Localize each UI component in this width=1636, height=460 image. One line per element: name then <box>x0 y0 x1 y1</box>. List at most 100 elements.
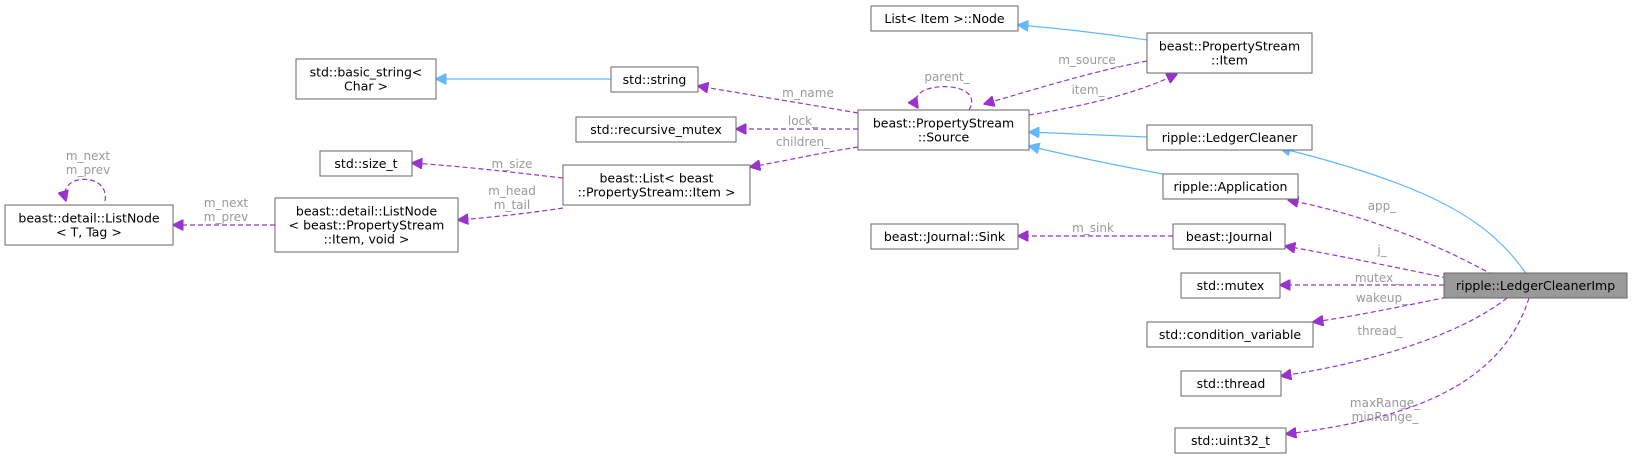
label-line: ::PropertyStream::Item > <box>578 185 736 200</box>
label-line: std::string <box>623 72 687 87</box>
node-list-ps-item[interactable]: beast::List< beast::PropertyStream::Item… <box>562 164 751 206</box>
node-journal-sink[interactable]: beast::Journal::Sink <box>870 223 1019 250</box>
node-detail-listnode[interactable]: beast::detail::ListNode< T, Tag > <box>4 204 174 246</box>
label-line: ::Item, void > <box>324 232 410 247</box>
node-list-item-node[interactable]: List< Item >::Node <box>870 5 1019 32</box>
node-ledger-cleaner-imp[interactable]: ripple::LedgerCleanerImp <box>1443 272 1628 299</box>
node-ledger-cleaner[interactable]: ripple::LedgerCleaner <box>1146 124 1313 151</box>
label-line: ::Item <box>1211 53 1248 68</box>
node-label: beast::Journal::Sink <box>884 229 1006 244</box>
node-condition-variable[interactable]: std::condition_variable <box>1146 321 1314 348</box>
edge-source-self-parent <box>916 86 973 111</box>
node-label: ripple::LedgerCleaner <box>1162 130 1298 145</box>
edge-label-wakeup: wakeup_ <box>1356 291 1409 305</box>
node-uint32-t[interactable]: std::uint32_t <box>1174 427 1287 454</box>
edge-label-range: maxRange_minRange_ <box>1350 396 1421 424</box>
label-line: std::mutex <box>1197 278 1265 293</box>
node-listnode-property-stream[interactable]: beast::detail::ListNode< beast::Property… <box>274 197 459 253</box>
label-line: parent_ <box>924 70 970 84</box>
node-label: ripple::LedgerCleanerImp <box>1456 278 1615 293</box>
edge-label-children: children_ <box>776 135 831 149</box>
node-label: std::recursive_mutex <box>590 122 721 137</box>
edge-label-m-sink: m_sink <box>1072 221 1114 235</box>
node-label: std::size_t <box>334 156 397 171</box>
node-size-t[interactable]: std::size_t <box>319 150 413 177</box>
node-property-stream-item[interactable]: beast::PropertyStream::Item <box>1146 32 1313 74</box>
node-recursive-mutex[interactable]: std::recursive_mutex <box>575 116 737 143</box>
label-line: ::Source <box>918 130 970 145</box>
label-line: std::thread <box>1197 376 1266 391</box>
edge-imp-uses-condition-variable <box>1313 293 1463 322</box>
edge-label-thread: thread_ <box>1357 324 1403 338</box>
label-line: < beast::PropertyStream <box>289 218 445 233</box>
node-label: beast::detail::ListNode< T, Tag > <box>18 211 159 240</box>
edge-source-uses-ps-item-item <box>1028 74 1177 116</box>
edge-imp-uses-application <box>1288 200 1494 276</box>
edge-label-m-source: m_source_ <box>1058 53 1123 67</box>
node-label: ripple::Application <box>1174 179 1288 194</box>
nodes: List< Item >::Node beast::PropertyStream… <box>4 5 1628 454</box>
label-line: j_ <box>1376 243 1387 257</box>
label-line: std::basic_string< <box>310 65 423 80</box>
edge-application-inherits-source <box>1029 146 1164 175</box>
label-line: Char > <box>344 79 388 94</box>
label-line: m_tail <box>494 198 530 212</box>
label-line: beast::PropertyStream <box>1159 39 1300 54</box>
edges <box>65 25 1530 434</box>
edge-source-uses-string <box>698 86 859 114</box>
label-line: ripple::LedgerCleaner <box>1162 130 1298 145</box>
node-std-mutex[interactable]: std::mutex <box>1180 272 1281 299</box>
label-line: std::size_t <box>334 156 397 171</box>
edge-label-m-name: m_name <box>782 86 834 100</box>
label-line: beast::Journal::Sink <box>884 229 1006 244</box>
label-line: m_prev <box>204 210 248 224</box>
node-label: std::thread <box>1197 376 1266 391</box>
node-std-string[interactable]: std::string <box>610 66 699 93</box>
edge-label-lock: lock_ <box>788 114 819 128</box>
node-label: beast::List< beast::PropertyStream::Item… <box>578 171 736 200</box>
label-line: m_size <box>492 157 533 171</box>
edge-imp-uses-thread <box>1281 297 1508 376</box>
node-label: beast::PropertyStream::Item <box>1159 39 1300 68</box>
node-application[interactable]: ripple::Application <box>1162 173 1299 200</box>
edge-label-j: j_ <box>1376 243 1387 257</box>
edge-label-m-size: m_size <box>492 157 533 171</box>
node-label: std::basic_string<Char > <box>310 65 423 94</box>
edge-detail-listnode-self <box>65 178 106 201</box>
node-label: beast::detail::ListNode< beast::Property… <box>289 204 445 247</box>
node-label: List< Item >::Node <box>884 11 1005 26</box>
label-line: std::uint32_t <box>1191 433 1270 448</box>
label-line: std::condition_variable <box>1159 327 1302 342</box>
node-label: beast::PropertyStream::Source <box>873 116 1014 145</box>
label-line: beast::List< beast <box>599 171 713 186</box>
label-line: children_ <box>776 135 831 149</box>
label-line: item_ <box>1071 83 1105 97</box>
edge-imp-uses-uint32 <box>1286 297 1530 434</box>
label-line: beast::Journal <box>1186 229 1272 244</box>
label-line: std::recursive_mutex <box>590 122 721 137</box>
label-line: wakeup_ <box>1356 291 1409 305</box>
edge-label-item: item_ <box>1071 83 1105 97</box>
edge-list-uses-size-t <box>412 163 564 179</box>
label-line: m_source_ <box>1058 53 1123 67</box>
edge-label-mutex: mutex_ <box>1355 271 1400 285</box>
edge-label-parent: parent_ <box>924 70 970 84</box>
label-line: m_sink <box>1072 221 1114 235</box>
edge-ps-item-inherits-list-node <box>1018 25 1148 41</box>
edge-imp-inherits-ledger-cleaner <box>1280 148 1528 276</box>
node-property-stream-source[interactable]: beast::PropertyStream::Source <box>857 109 1030 151</box>
label-line: mutex_ <box>1355 271 1400 285</box>
label-line: m_next <box>204 196 249 210</box>
label-line: app_ <box>1368 199 1398 213</box>
label-line: ripple::LedgerCleanerImp <box>1456 278 1615 293</box>
node-label: std::condition_variable <box>1159 327 1302 342</box>
node-journal[interactable]: beast::Journal <box>1172 223 1286 250</box>
label-line: maxRange_ <box>1350 396 1421 410</box>
node-basic-string[interactable]: std::basic_string<Char > <box>295 58 437 100</box>
label-line: m_name <box>782 86 834 100</box>
edge-source-uses-ps-item <box>984 60 1148 104</box>
node-std-thread[interactable]: std::thread <box>1180 370 1282 397</box>
label-line: m_next <box>66 149 111 163</box>
